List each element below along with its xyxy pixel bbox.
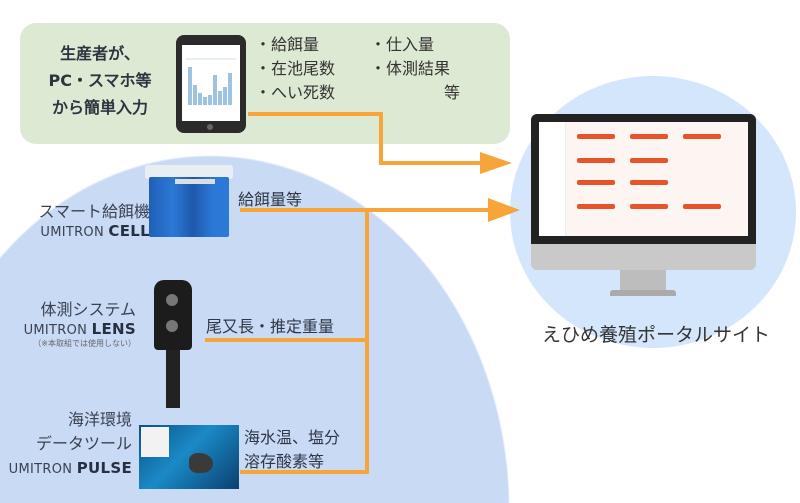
ocean-map-image <box>139 425 239 489</box>
producer-line: PC・スマホ等 <box>48 71 152 90</box>
flow-arrows <box>205 112 520 474</box>
input-items-left: ・給餌量 ・在池尾数 ・へい死数 <box>255 33 335 105</box>
device-brand: UMITRON CELL <box>40 222 150 240</box>
producer-arrow-line <box>248 112 484 165</box>
input-item: ・体測結果 <box>370 59 451 78</box>
cell-label: スマート給餌機 UMITRON CELL <box>0 198 150 240</box>
input-items-right: ・仕入量 ・体測結果 等 <box>370 33 460 105</box>
input-item: ・へい死数 <box>255 83 336 102</box>
device-brand: UMITRON LENS <box>23 320 136 338</box>
arrowhead-icon <box>480 152 512 174</box>
monitor-stand <box>620 270 666 292</box>
input-item: ・仕入量 <box>370 35 435 54</box>
input-item: ・在池尾数 <box>255 59 336 78</box>
cell-data-label: 給餌量等 <box>238 190 303 209</box>
device-region-circle <box>0 155 510 503</box>
monitor-image <box>531 114 756 244</box>
data-label-line: 溶存酸素等 <box>244 452 325 471</box>
device-name: スマート給餌機 <box>38 202 150 221</box>
producer-line: 生産者が、 <box>60 44 140 63</box>
camera-image <box>154 280 192 408</box>
smart-feeder-image <box>145 165 233 237</box>
input-item: ・給餌量 <box>255 35 320 54</box>
pulse-data-label: 海水温、塩分 溶存酸素等 <box>244 426 340 474</box>
arrowhead-icon <box>488 198 520 222</box>
tablet-image <box>176 35 246 133</box>
monitor-chin <box>531 244 756 270</box>
device-name: 体測システム <box>40 300 136 319</box>
bar-chart-icon <box>186 58 236 105</box>
device-name: データツール <box>35 434 132 453</box>
portal-title: えひめ養殖ポータルサイト <box>541 324 770 346</box>
producer-input-box <box>20 23 510 144</box>
device-name: 海洋環境 <box>67 410 132 429</box>
data-label-line: 海水温、塩分 <box>244 428 341 447</box>
device-note: （※本取組では使用しない） <box>33 339 136 348</box>
input-item: 等 <box>443 83 460 102</box>
portal-screen <box>539 122 748 236</box>
lens-label: 体測システム UMITRON LENS （※本取組では使用しない） <box>0 296 136 349</box>
device-brand: UMITRON PULSE <box>8 459 132 477</box>
pulse-label: 海洋環境 データツール UMITRON PULSE <box>0 408 132 482</box>
monitor-base <box>610 290 676 296</box>
producer-text: 生産者が、 PC・スマホ等 から簡単入力 <box>30 40 170 121</box>
producer-line: から簡単入力 <box>51 98 148 117</box>
lens-data-label: 尾又長・推定重量 <box>206 317 335 336</box>
